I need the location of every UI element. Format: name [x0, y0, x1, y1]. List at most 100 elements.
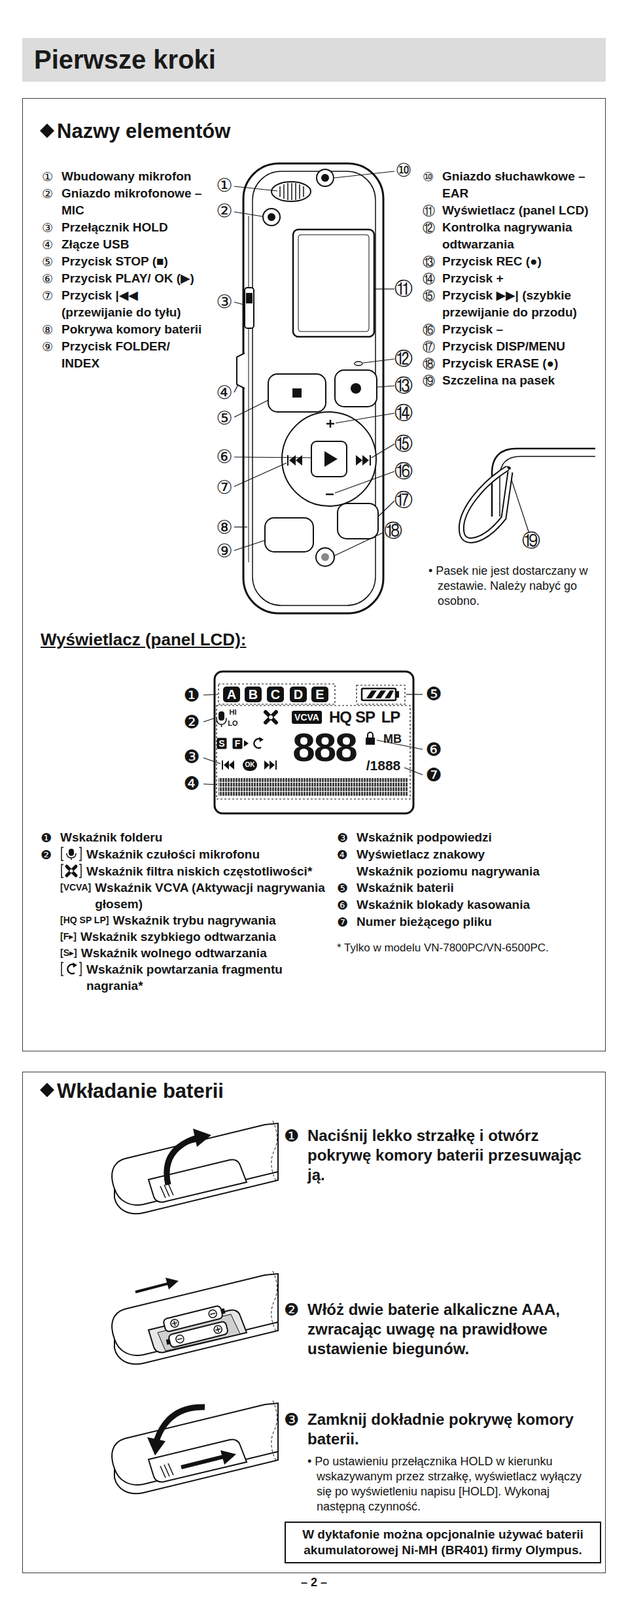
footnote: * Tylko w modelu VN-7800PC/VN-6500PC. [336, 941, 602, 956]
list-row: ⑦Przycisk |◀◀ (przewijanie do tyłu) [41, 287, 211, 322]
battery-step-2-drawing-part-part [170, 1319, 180, 1330]
callout-number: ❹ [183, 775, 200, 794]
lcd-folder-letter: C [266, 686, 284, 703]
list-row: ⑨Przycisk FOLDER/ INDEX [41, 338, 211, 373]
recorder-drawing-part [326, 419, 335, 428]
callout-number: ⑫ [394, 349, 413, 369]
indent [40, 928, 61, 936]
callout-number: ❻ [336, 896, 357, 914]
indent [40, 961, 61, 969]
battery-step-1-drawing-part [271, 1121, 278, 1183]
recorder-drawing-part [292, 388, 302, 398]
callout-number: ❺ [336, 879, 357, 897]
list-row: [VCVA]Wskaźnik VCVA (Aktywacji nagrywani… [40, 879, 332, 913]
battery-step-2-drawing-part [164, 1321, 229, 1349]
list-row: ❶Wskaźnik folderu [40, 829, 332, 847]
step-number: ❶ [283, 1126, 308, 1147]
leader-lines-part [363, 359, 395, 364]
battery-step-2-drawing-part-part [214, 1326, 222, 1334]
recorder-drawing-part [281, 412, 377, 507]
indicator-description: Wskaźnik czułości mikrofonu [86, 846, 332, 863]
strap-drawing-part [461, 468, 511, 541]
leader-lines-part [234, 186, 278, 192]
lcd-panel-drawing-part [395, 691, 400, 698]
callout-number: ⑭ [422, 270, 443, 288]
callout-number: ❷ [183, 713, 200, 733]
lcd-panel-drawing-part [221, 760, 224, 770]
lcd-panel-drawing-part [275, 760, 277, 770]
list-row: ⑲Szczelina na pasek [422, 372, 602, 390]
battery-step-2-drawing [111, 1271, 279, 1365]
list-row: ⑰Przycisk DISP/MENU [422, 338, 602, 356]
indicator-icon-part [69, 870, 74, 874]
part-name: Kontrolka nagrywania odtwarzania [442, 219, 602, 254]
list-row: [HQ SP LP]Wskaźnik trybu nagrywania [40, 912, 332, 929]
callout-number: ❷ [40, 846, 61, 864]
lcd-leader-lines-part [203, 694, 218, 696]
callout-number: ❸ [183, 748, 200, 767]
indicator-description: Wskaźnik VCVA (Aktywacji nagrywania głos… [94, 879, 332, 913]
leader-lines-part [334, 171, 395, 178]
lcd-leader-lines-part [203, 718, 216, 723]
battery-step-2-drawing-part [271, 1271, 278, 1334]
part-name: Szczelina na pasek [442, 372, 602, 390]
list-row: ❻Wskaźnik blokady kasowania [336, 896, 602, 914]
lcd-folder-letter: E [311, 686, 329, 703]
list-row: • Pasek nie jest dostarczany w zestawie.… [428, 563, 603, 610]
recorder-drawing-part [252, 171, 376, 606]
list-row: ④Złącze USB [41, 236, 211, 254]
lcd-panel-drawing-part [365, 737, 375, 746]
recorder-drawing-part [298, 234, 369, 332]
lcd-leader-lines-part [203, 758, 221, 765]
step-text: Włóż dwie baterie alkaliczne AAA, zwraca… [307, 1300, 592, 1360]
callout-number: ❶ [183, 686, 200, 706]
list-row: ①Wbudowany mikrofon [41, 168, 211, 186]
callout-number: ⑥ [41, 270, 62, 288]
indicator-description: Wskaźnik folderu [60, 829, 332, 846]
recorder-drawing-part [268, 374, 326, 413]
lcd-sensitivity-text: LO [227, 720, 238, 728]
lcd-speed-indicator: F [232, 738, 243, 750]
indicator-description: Wskaźnik poziomu nagrywania [356, 863, 602, 880]
part-name: Przycisk + [442, 270, 602, 288]
callout-number: ③ [41, 219, 62, 237]
callout-number: ① [215, 176, 233, 195]
callout-number: ③ [215, 293, 233, 312]
text-group: ❷Włóż dwie baterie alkaliczne AAA, zwrac… [283, 1300, 592, 1360]
indent [40, 945, 61, 952]
list-row: ⑪Wyświetlacz (panel LCD) [422, 202, 602, 220]
step-text: Zamknij dokładnie pokrywę komory baterii… [307, 1410, 592, 1450]
lcd-panel-drawing-part [366, 690, 394, 699]
battery-step-1-drawing-part [166, 1138, 197, 1186]
indicator-icon [60, 846, 83, 863]
lcd-panel-drawing-part [361, 688, 396, 701]
recorder-drawing [236, 163, 384, 614]
leader-lines-part [371, 444, 395, 458]
recorder-drawing-part [325, 493, 334, 496]
indicator-icon: [VCVA] [60, 879, 91, 897]
callout-number: ⑦ [41, 287, 62, 305]
callout-number: ⑤ [215, 409, 233, 428]
callout-number: ⑪ [422, 202, 443, 220]
indicator-description: Wskaźnik filtra niskich częstotliwości* [86, 863, 332, 880]
lcd-sensitivity-text: HI [229, 709, 237, 717]
battery-step-3-drawing-part [148, 1439, 247, 1483]
heading-diamond [39, 123, 55, 139]
callout-number: ❺ [425, 685, 442, 704]
lcd-leader-lines-part [203, 784, 218, 785]
lcd-panel-drawing-part [216, 718, 227, 728]
battery-step-2-drawing-part-part [171, 1320, 178, 1328]
part-name: Wyświetlacz (panel LCD) [442, 202, 602, 220]
lcd-digits: 888 [292, 727, 356, 768]
list-row: ❷Włóż dwie baterie alkaliczne AAA, zwrac… [283, 1300, 592, 1360]
battery-step-3-drawing-part [220, 1450, 237, 1466]
indent [40, 912, 61, 920]
battery-step-2-drawing-part [135, 1284, 169, 1293]
lcd-panel-drawing-part [244, 740, 249, 748]
recorder-drawing-part [311, 441, 347, 477]
callout-number: ① [41, 168, 62, 186]
callout-number: ⑬ [422, 253, 443, 271]
list-row: ⑮Przycisk ▶▶| (szybkie przewijanie do pr… [422, 287, 602, 322]
section-heading: Nazwy elementów [56, 119, 231, 144]
callout-number: ⑮ [394, 435, 413, 454]
